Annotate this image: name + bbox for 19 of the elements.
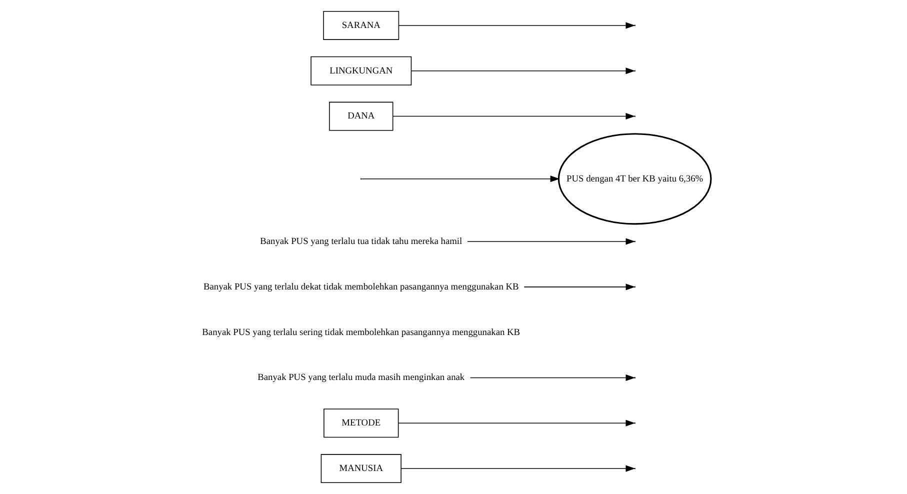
arrow (523, 284, 635, 290)
node-box: LINGKUNGAN (310, 56, 412, 86)
arrow (361, 176, 560, 182)
arrow (469, 374, 635, 382)
node-box: METODE (323, 408, 398, 438)
node-text: Banyak PUS yang terlalu dekat tidak membolehkan pasangannya menggunakan KB (202, 282, 518, 292)
arrow (400, 465, 635, 472)
node-box: DANA (328, 102, 393, 131)
node-text: Banyak PUS yang terlalu tua tidak tahu mereka hamil (260, 236, 462, 247)
node-ellipse: PUS dengan 4T ber KB yaitu 6,36% (557, 133, 712, 225)
arrow (398, 22, 635, 29)
arrow (410, 68, 635, 74)
node-box: SARANA (322, 10, 399, 40)
arrow (397, 420, 635, 426)
node-box: MANUSIA (320, 454, 401, 484)
node-text: Banyak PUS yang terlalu muda masih menginkan anak (257, 373, 464, 384)
arrow (392, 112, 635, 120)
arrow (466, 238, 635, 245)
node-text: Banyak PUS yang terlalu sering tidak membolehkan pasangannya menggunakan KB (202, 328, 520, 338)
